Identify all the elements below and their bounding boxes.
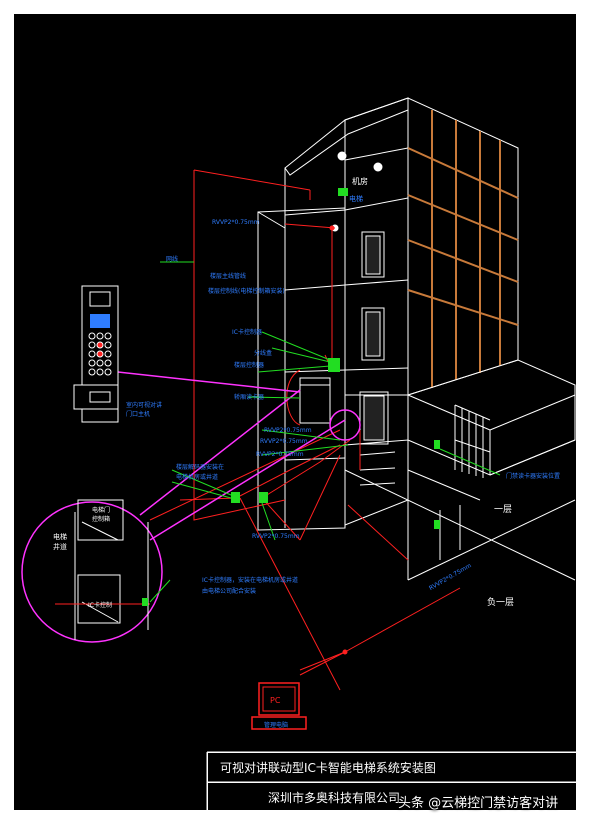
inset-controller-label: 电梯门 控制箱 <box>92 507 111 523</box>
floor-1-label: 一层 <box>494 505 513 515</box>
machine-room-label: 机房 <box>352 177 368 186</box>
pc-label: PC <box>270 696 281 705</box>
pc-computer <box>251 682 307 730</box>
cable-mid-3-label: RVVP2*0.75mm <box>256 451 304 458</box>
panel-note-1: 室内可视对讲 <box>126 402 163 409</box>
io-module-1-label: 分线盒 <box>254 350 273 357</box>
io-module-2-label: 楼层控制器 <box>234 362 265 369</box>
cable-top-label: RVVP2*0.75mm <box>212 219 260 226</box>
cable-mid-2-label: RVVP2*0.75mm <box>260 438 308 445</box>
inset-detail <box>21 371 361 643</box>
shaft-top-tag: 电梯 <box>349 195 363 203</box>
inset-shaft-label: 电梯 井道 <box>53 533 67 551</box>
decoder-label-1: 楼层解码器安装在 <box>176 464 225 471</box>
inset-reader-label: IC卡控制 <box>88 602 112 609</box>
panel-note-2: 门口主机 <box>126 411 151 418</box>
building-facade <box>284 97 576 581</box>
inset-note-2: 由电梯公司配合安装 <box>202 588 257 595</box>
elevator-reader-label: 轿厢读卡器 <box>234 394 265 401</box>
inset-note-1: IC卡控制器，安装在电梯机房或井道 <box>202 577 298 584</box>
company-name: 深圳市多奥科技有限公司 <box>207 782 576 812</box>
network-line-label: 网线 <box>166 256 179 263</box>
elevator-shaft <box>257 151 409 531</box>
riser-line-1-label: 楼层主线管线 <box>210 273 247 280</box>
cable-mid-1-label: RVVP2*0.75mm <box>264 427 312 434</box>
pc-caption: 管理电脑 <box>264 722 289 729</box>
watermark: 头条 @云梯控门禁访客对讲 <box>398 796 559 811</box>
cad-sheet <box>14 14 576 810</box>
decoder-label-2: 电梯机房或井道 <box>176 474 219 481</box>
door-station-panel <box>73 285 119 423</box>
drawing-title: 可视对讲联动型IC卡智能电梯系统安装图 <box>207 752 576 782</box>
inset-content <box>55 499 149 640</box>
green-devices <box>81 188 501 606</box>
door-reader-label: 门禁读卡器安装位置 <box>506 473 561 480</box>
cable-low-label: RVVP2*0.75mm <box>252 533 300 540</box>
basement-1-label: 负一层 <box>487 598 515 608</box>
controller-box-label: IC卡控制器 <box>232 329 262 336</box>
riser-line-2-label: 楼层控制线(电梯控制箱安装) <box>208 288 285 295</box>
